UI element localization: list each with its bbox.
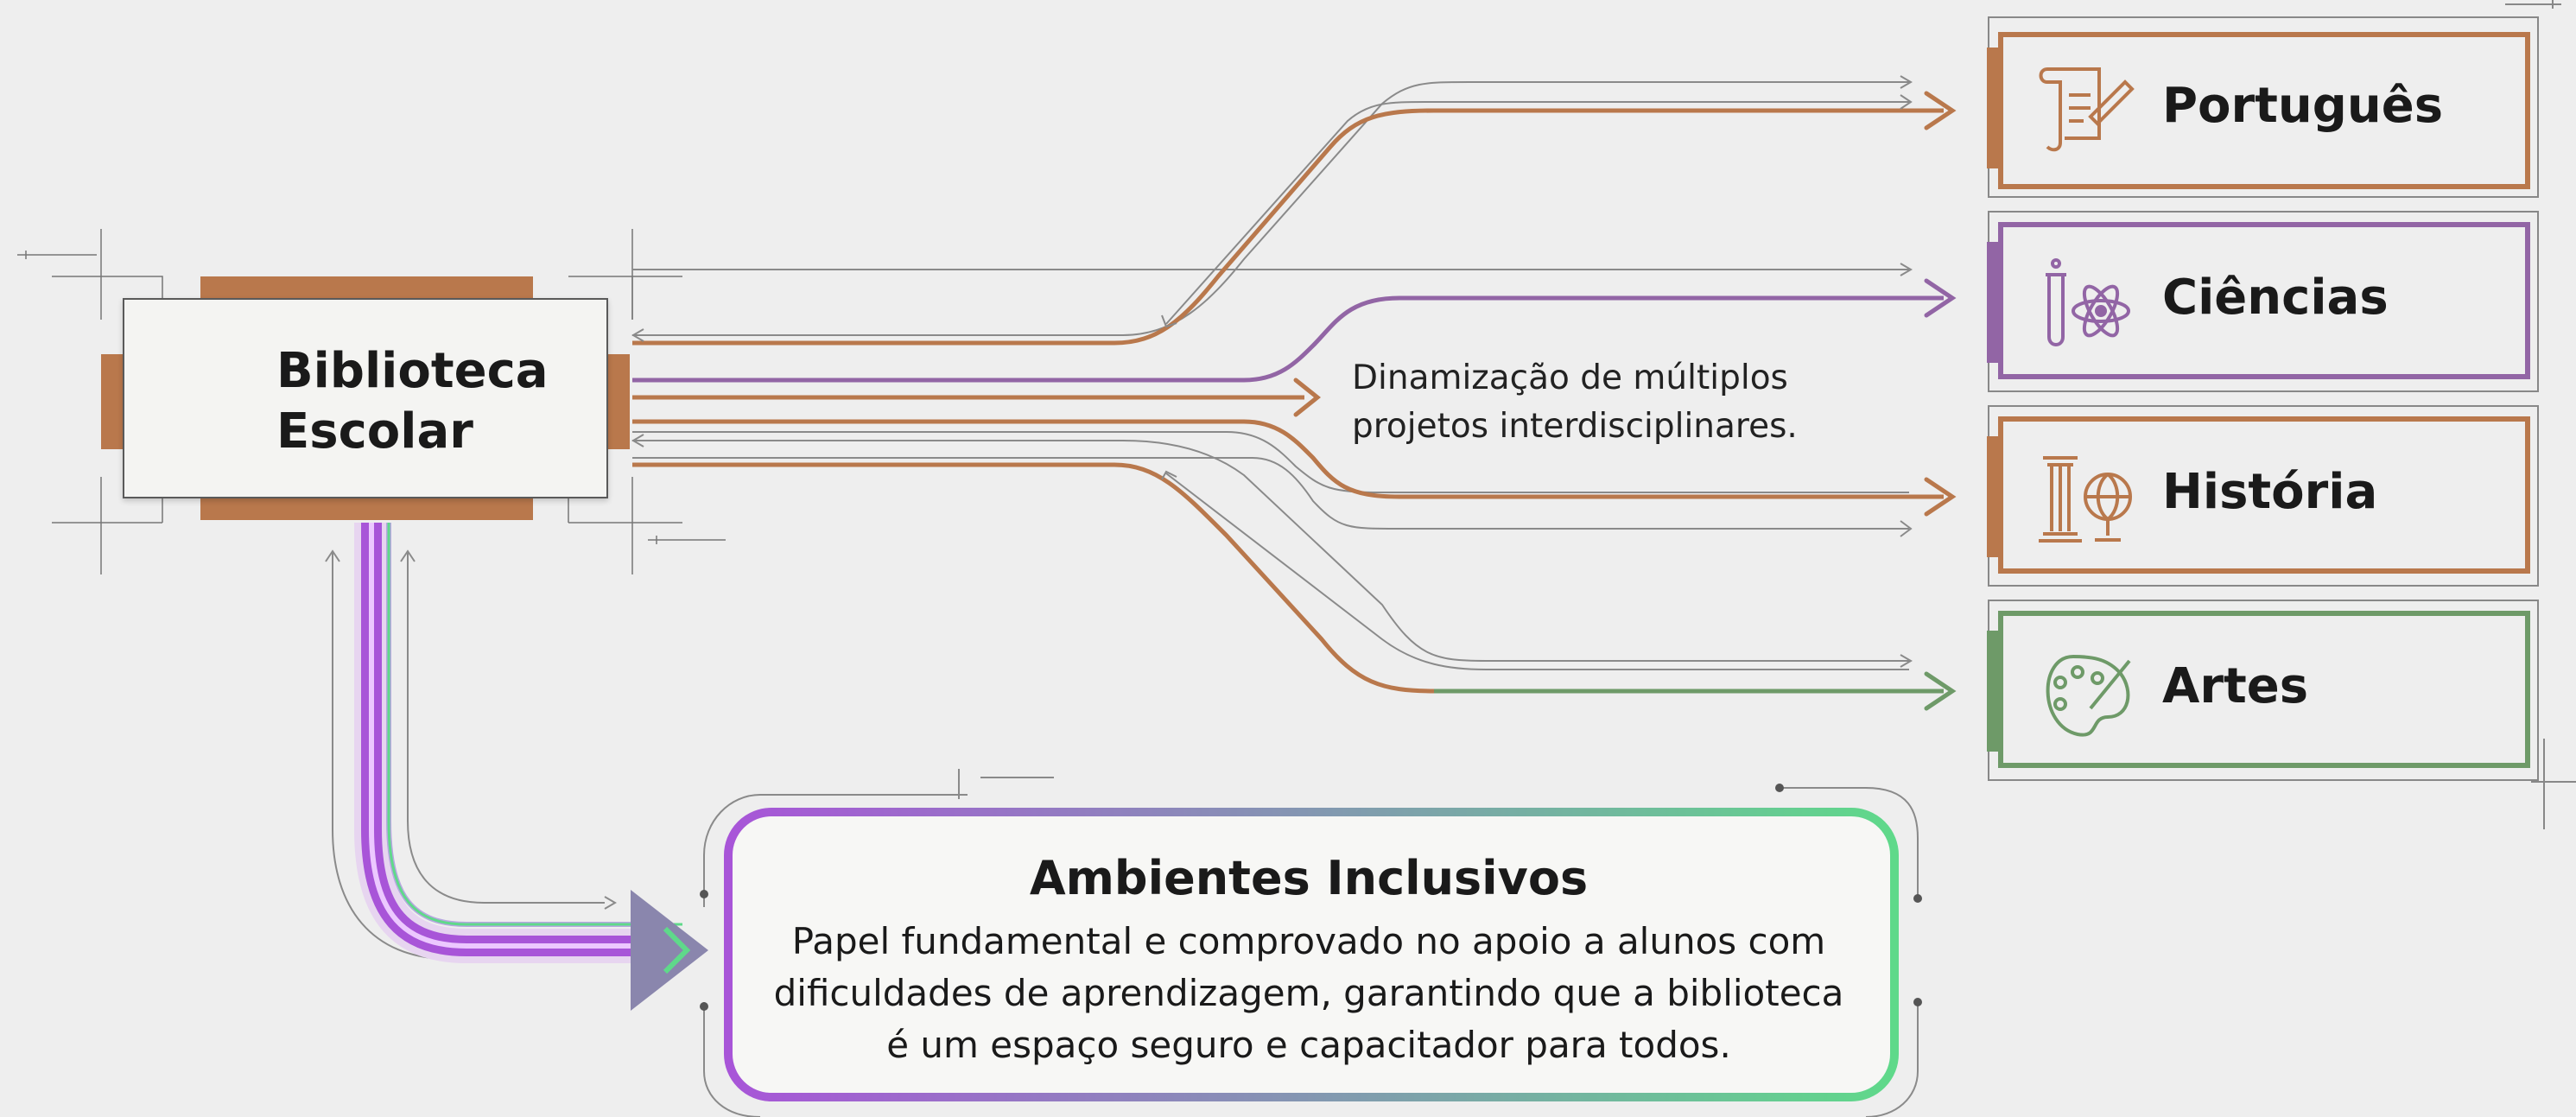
test-tube-atom-icon [2046,258,2130,346]
inclusive-pipe [325,523,682,963]
hub-title-line1: Biblioteca [276,343,549,399]
column-globe-icon [2039,456,2132,543]
inclusive-description: Papel fundamental e comprovado no apoio … [743,916,1875,1071]
hub-title-line2: Escolar [276,403,473,460]
palette-icon [2046,654,2131,737]
hub-title: Biblioteca Escolar [276,341,549,462]
arrowheads [1293,91,1957,711]
scroll-pen-icon [2039,67,2135,152]
inclusive-big-arrow [631,890,708,1011]
inclusive-box [724,808,1899,1101]
inclusive-line1: Papel fundamental e comprovado no apoio … [791,920,1826,962]
middle-note: Dinamização de múltiplos projetos interd… [1352,354,1905,451]
subject-label-ciencias: Ciências [2162,270,2389,326]
inclusive-frame [700,769,1922,1117]
middle-note-line2: projetos interdisciplinares. [1352,407,1798,446]
hub-tabs [101,276,630,520]
middle-note-line1: Dinamização de múltiplos [1352,359,1788,397]
connectors-colored [632,108,1944,694]
subject-label-artes: Artes [2162,658,2309,714]
subject-label-portugues: Português [2162,78,2444,134]
subject-label-historia: História [2162,464,2378,520]
inclusive-title: Ambientes Inclusivos [1029,851,1589,905]
inclusive-line3: é um espaço seguro e capacitador para to… [886,1024,1731,1066]
inclusive-line2: dificuldades de aprendizagem, garantindo… [773,972,1844,1014]
inclusive-arrow-tip [663,926,691,974]
hub-box [123,298,608,498]
arrowheads-thin [631,75,1913,668]
subject-side-tabs [1987,48,2002,752]
